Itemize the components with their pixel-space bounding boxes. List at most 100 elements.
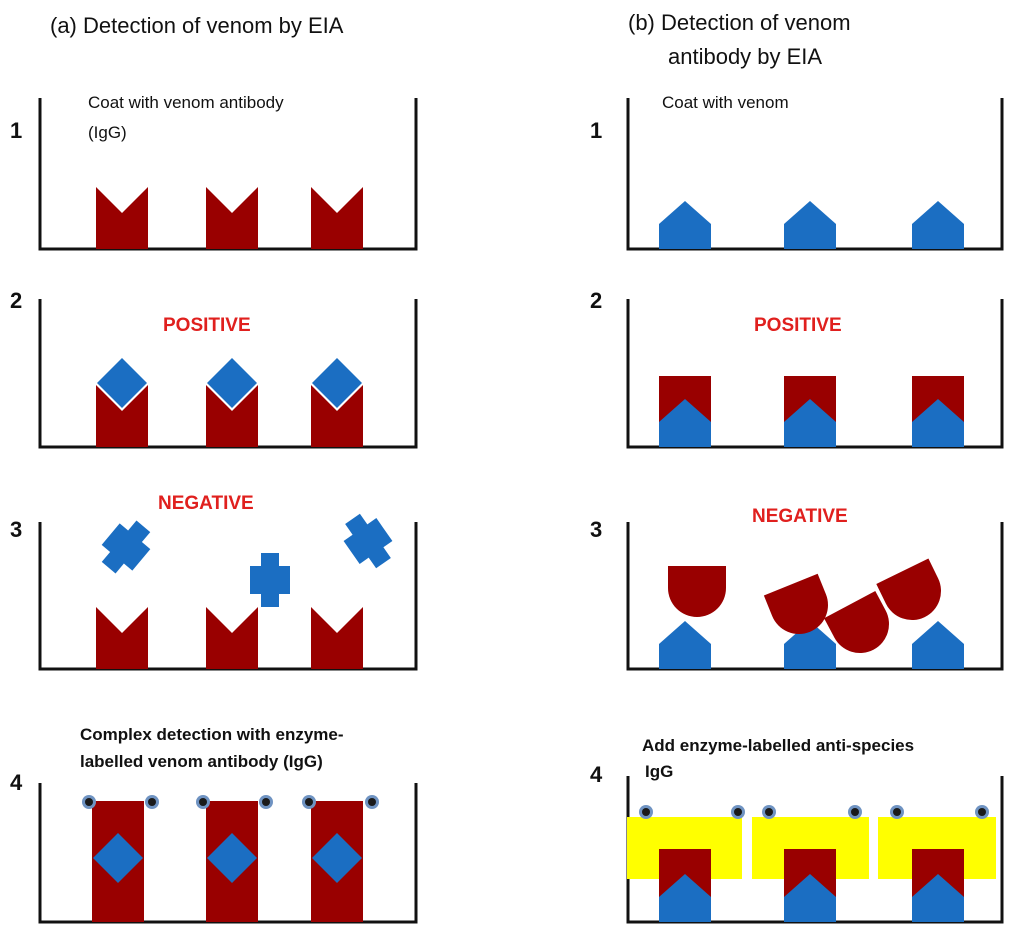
dot-core: [148, 798, 156, 806]
step-number: 1: [590, 118, 602, 143]
antibody-venom-complex: [659, 376, 711, 447]
coated-venom: [659, 201, 711, 249]
coated-venom: [912, 399, 964, 447]
dot-core: [734, 808, 742, 816]
venom-shape: [207, 833, 257, 883]
enzyme-label-dot: [302, 795, 316, 809]
unbound-venom: [250, 553, 290, 607]
coated-venom: [784, 201, 836, 249]
result-label: NEGATIVE: [752, 506, 848, 527]
enzyme-label-dot: [848, 805, 862, 819]
antibody-shape: [96, 385, 148, 447]
coated-venom: [659, 874, 711, 922]
dot-core: [199, 798, 207, 806]
venom-shape: [784, 201, 836, 249]
unbound-antibody: [668, 566, 726, 617]
step-caption: IgG: [645, 762, 673, 781]
step-caption: Complex detection with enzyme-: [80, 725, 344, 744]
panel-b: (b) Detection of venom antibody by EIA 1…: [590, 10, 1004, 924]
step-caption: labelled venom antibody (IgG): [80, 752, 323, 771]
antibody-complex: [302, 795, 379, 922]
coated-antibody: [206, 187, 258, 249]
step-number: 3: [590, 517, 602, 542]
panel-a-step-1: 1 Coat with venom antibody (IgG): [10, 93, 418, 251]
panel-a-step-3: 3 NEGATIVE: [10, 493, 418, 671]
venom-shape: [101, 520, 151, 574]
coated-antibody: [311, 187, 363, 249]
enzyme-label-dot: [196, 795, 210, 809]
antibody-shape: [311, 385, 363, 447]
panel-b-step-3: 3 NEGATIVE: [590, 506, 1004, 671]
unbound-antibody: [763, 573, 828, 634]
enzyme-label-dot: [762, 805, 776, 819]
enzyme-label-dot: [731, 805, 745, 819]
enzyme-label-dot: [639, 805, 653, 819]
result-label: POSITIVE: [163, 315, 251, 336]
antibody-venom-complex: [912, 376, 964, 447]
dot-core: [642, 808, 650, 816]
venom-shape: [659, 874, 711, 922]
step-number: 2: [590, 288, 602, 313]
coated-antibody: [206, 607, 258, 669]
step-caption: (IgG): [88, 123, 127, 142]
step-number: 4: [590, 762, 603, 787]
venom-shape: [207, 358, 257, 408]
venom-shape: [912, 621, 964, 669]
antibody-shape: [668, 566, 726, 617]
antibody-shape: [206, 385, 258, 447]
panel-a-step-4: 4 Complex detection with enzyme- labelle…: [10, 725, 418, 924]
coated-venom: [784, 399, 836, 447]
antibody-venom-complex: [784, 376, 836, 447]
venom-shape: [659, 201, 711, 249]
unbound-venom: [343, 513, 393, 569]
dot-core: [893, 808, 901, 816]
dot-core: [305, 798, 313, 806]
enzyme-label-dot: [259, 795, 273, 809]
bound-venom: [97, 358, 147, 408]
dot-core: [851, 808, 859, 816]
enzyme-label-dot: [145, 795, 159, 809]
venom-shape: [659, 399, 711, 447]
step-number: 4: [10, 770, 23, 795]
antibody-shape: [876, 558, 941, 620]
bound-venom: [312, 358, 362, 408]
dot-core: [368, 798, 376, 806]
venom-shape: [250, 553, 290, 607]
bound-venom: [93, 833, 143, 883]
anti-species-complex: [752, 805, 869, 922]
coated-venom: [659, 621, 711, 669]
dot-core: [765, 808, 773, 816]
step-number: 1: [10, 118, 22, 143]
enzyme-label-dot: [890, 805, 904, 819]
panel-b-title: antibody by EIA: [668, 44, 822, 69]
antibody-shape: [206, 187, 258, 249]
bound-venom: [207, 833, 257, 883]
unbound-antibody: [876, 558, 941, 620]
antibody-shape: [824, 590, 889, 653]
enzyme-label-dot: [365, 795, 379, 809]
panel-a-title: (a) Detection of venom by EIA: [50, 13, 344, 38]
antibody-complex: [82, 795, 159, 922]
result-label: POSITIVE: [754, 315, 842, 336]
enzyme-label-dot: [82, 795, 96, 809]
unbound-antibody: [824, 590, 889, 653]
coated-antibody: [96, 607, 148, 669]
bound-venom: [207, 358, 257, 408]
antibody-shape: [763, 573, 828, 634]
antibody-complex: [196, 795, 273, 922]
coated-antibody: [96, 187, 148, 249]
step-number: 2: [10, 288, 22, 313]
coated-antibody: [206, 385, 258, 447]
antibody-shape: [311, 607, 363, 669]
bound-venom: [312, 833, 362, 883]
venom-shape: [93, 833, 143, 883]
panel-b-title: (b) Detection of venom: [628, 10, 851, 35]
venom-shape: [659, 621, 711, 669]
venom-shape: [912, 874, 964, 922]
coated-antibody: [311, 607, 363, 669]
dot-core: [978, 808, 986, 816]
coated-venom: [784, 874, 836, 922]
venom-shape: [343, 513, 393, 569]
coated-venom: [659, 399, 711, 447]
antibody-shape: [206, 607, 258, 669]
